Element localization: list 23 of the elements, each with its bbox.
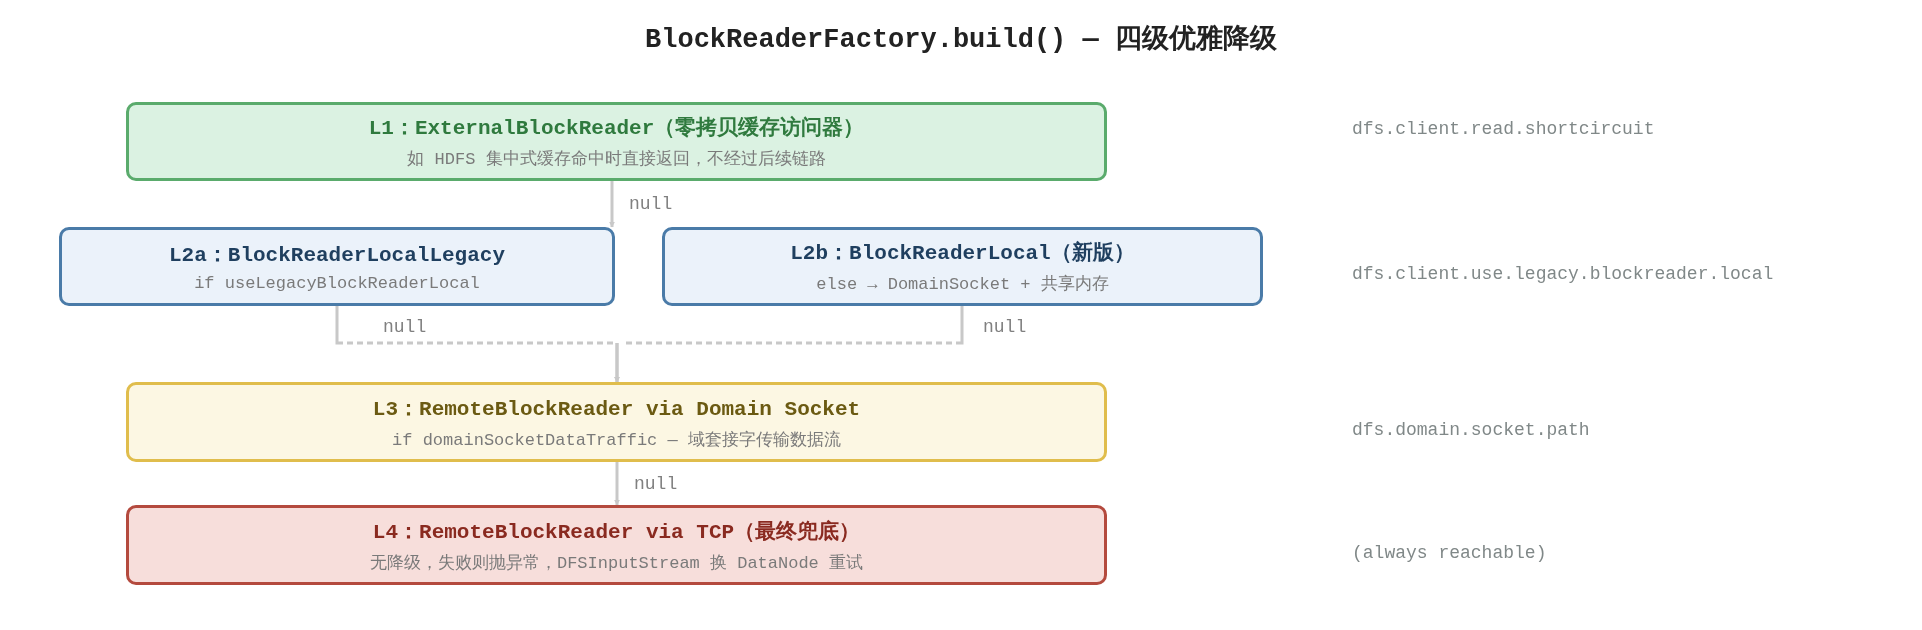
arrow — [614, 306, 964, 383]
config-key: dfs.client.use.legacy.blockreader.local — [1352, 264, 1774, 284]
box-subtitle: if useLegacyBlockReaderLocal — [194, 274, 480, 293]
box-title: L2a：BlockReaderLocalLegacy — [168, 243, 506, 268]
box-title: L4：RemoteBlockReader via TCP（最终兜底） — [372, 519, 861, 545]
box-subtitle: if domainSocketDataTraffic — 域套接字传输数据流 — [392, 429, 841, 451]
config-key: dfs.domain.socket.path — [1352, 420, 1590, 440]
config-key: (always reachable) — [1352, 543, 1547, 563]
process-box — [59, 227, 615, 306]
box-subtitle: 无降级，失败则抛异常，DFSInputStream 换 DataNode 重试 — [369, 552, 863, 574]
process-box — [126, 102, 1107, 181]
arrow — [609, 181, 615, 228]
process-box — [662, 227, 1263, 306]
process-box — [126, 505, 1107, 585]
box-subtitle: else → DomainSocket + 共享内存 — [816, 273, 1109, 295]
config-key: dfs.client.read.shortcircuit — [1352, 119, 1655, 139]
box-title: L1：ExternalBlockReader（零拷贝缓存访问器） — [368, 115, 865, 141]
box-title: L3：RemoteBlockReader via Domain Socket — [372, 396, 861, 422]
process-box — [126, 382, 1107, 462]
box-subtitle: 如 HDFS 集中式缓存命中时直接返回，不经过后续链路 — [407, 149, 826, 170]
title: BlockReaderFactory.build() — 四级优雅降级 — [645, 25, 1277, 55]
box-title: L2b：BlockReaderLocal（新版） — [790, 240, 1135, 266]
arrow — [614, 462, 620, 506]
